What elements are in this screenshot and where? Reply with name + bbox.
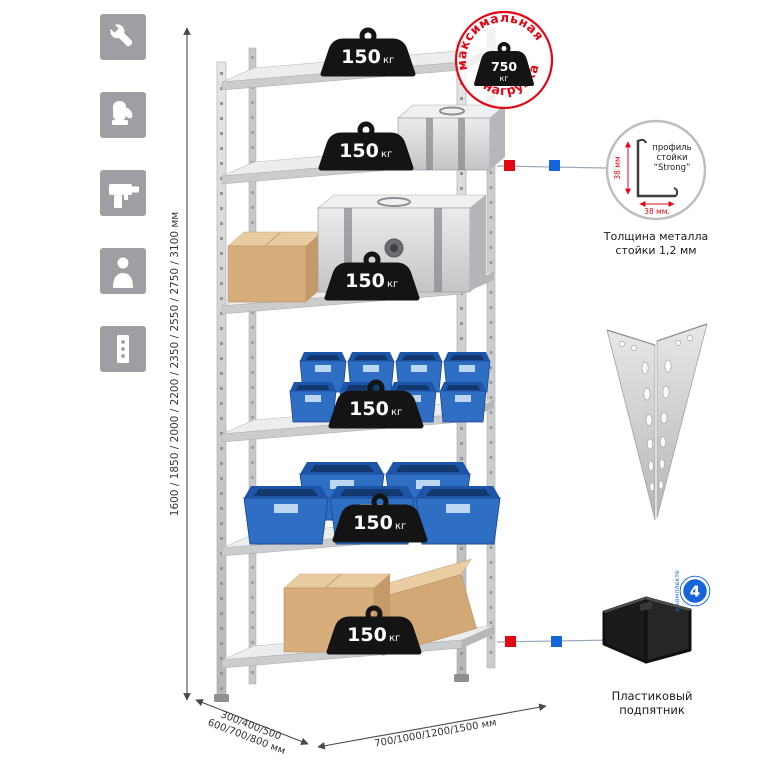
drill-icon: [100, 170, 146, 216]
rack-post-front-left: [216, 61, 227, 699]
shelf-load-value: 150: [341, 46, 381, 68]
feature-icons: [100, 14, 146, 372]
rack-post-back-left: [248, 47, 257, 685]
height-dimension-label: 1600 / 1850 / 2000 / 2200 / 2350 / 2550 …: [169, 212, 181, 516]
shelf-load-weight: 150 кг: [324, 251, 420, 301]
shelf-load-unit: кг: [383, 55, 394, 66]
svg-text:кг: кг: [395, 521, 406, 532]
profile-callout: 38 мм 38 мм. профиль стойки “Strong” Тол…: [603, 119, 708, 257]
depth-dimension: 300/400/500 600/700/800 мм: [195, 698, 309, 757]
profile-label-3: “Strong”: [654, 163, 691, 173]
rack: 150 кг 150 кг 150 кг 150 кг 150 кг: [214, 27, 506, 702]
stamp-unit: кг: [499, 74, 508, 83]
upright-icon: [100, 326, 146, 372]
svg-text:150: 150: [345, 270, 385, 292]
person-icon: [100, 248, 146, 294]
width-dimension: 700/1000/1200/1500 мм: [317, 703, 547, 750]
svg-text:150: 150: [339, 140, 379, 162]
shelf-load-weight: 150 кг: [332, 493, 428, 543]
callout-leaders: [496, 160, 615, 647]
shelf-load-weight: 150 кг: [326, 605, 422, 655]
kit-count-badge: 4 в комплекте: [674, 570, 711, 612]
foot-caption-1: Пластиковый: [612, 689, 693, 703]
badge-value: 4: [690, 583, 700, 601]
profile-label-1: профиль: [652, 143, 691, 153]
svg-text:кг: кг: [387, 279, 398, 290]
svg-text:кг: кг: [381, 149, 392, 160]
cardboard-box: [227, 231, 323, 303]
svg-text:кг: кг: [389, 633, 400, 644]
marker-red-square: [504, 160, 515, 171]
svg-text:150: 150: [347, 624, 387, 646]
svg-text:150: 150: [353, 512, 393, 534]
wrench-icon: [100, 14, 146, 60]
plastic-foot-callout: 4 в комплекте Пластиковый подпятник: [602, 570, 711, 717]
svg-text:кг: кг: [391, 407, 402, 418]
profile-dim-horizontal: 38 мм.: [644, 207, 670, 216]
shelf-load-weight: 150 кг: [328, 379, 424, 429]
profile-label-2: стойки: [656, 153, 687, 163]
stamp-value: 750: [491, 59, 517, 74]
marker-blue-square: [551, 636, 562, 647]
profile-caption-1: Толщина металла: [603, 230, 708, 243]
profile-dim-vertical: 38 мм: [613, 156, 622, 179]
marker-blue-square: [549, 160, 560, 171]
shelf-load-weight: 150 кг: [320, 27, 416, 77]
aluminum-case: [397, 104, 506, 171]
badge-label: в комплекте: [674, 570, 681, 612]
gloves-icon: [100, 92, 146, 138]
shelf-load-weight: 150 кг: [318, 121, 414, 171]
upright-profile-image: [606, 323, 708, 521]
height-dimension: 1600 / 1850 / 2000 / 2200 / 2350 / 2550 …: [169, 27, 191, 701]
foot-caption-2: подпятник: [619, 703, 685, 717]
svg-text:150: 150: [349, 398, 389, 420]
marker-red-square: [505, 636, 516, 647]
profile-caption-2: стойки 1,2 мм: [615, 244, 696, 257]
